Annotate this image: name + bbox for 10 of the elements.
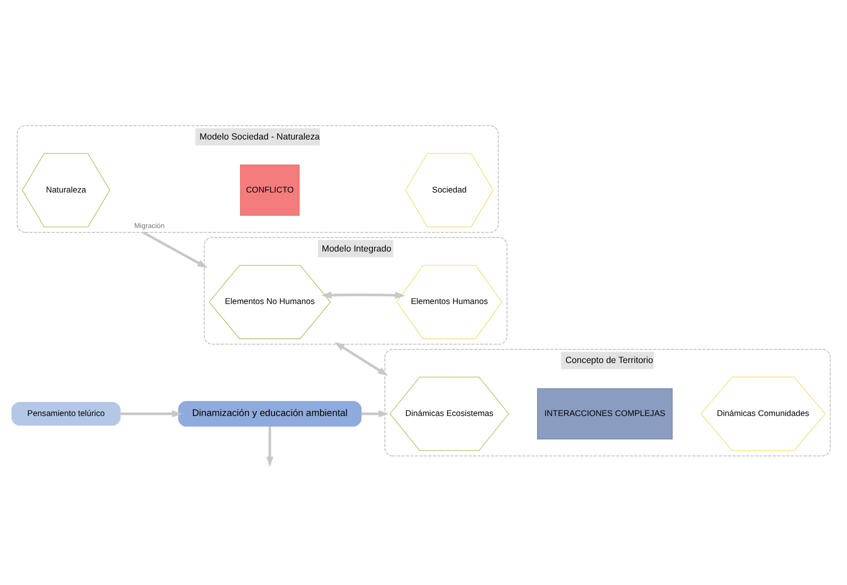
node-box: CONFLICTO <box>240 164 300 216</box>
arrow <box>142 230 208 268</box>
arrow <box>361 410 389 417</box>
node-box: INTERACCIONES COMPLEJAS <box>537 388 673 439</box>
arrow <box>120 410 182 417</box>
node-box: Pensamiento telúrico <box>11 402 121 426</box>
arrow <box>266 426 274 466</box>
arrow <box>321 291 406 298</box>
arrow <box>334 342 388 376</box>
node-box: Dinamización y educación ambiental <box>178 400 362 426</box>
